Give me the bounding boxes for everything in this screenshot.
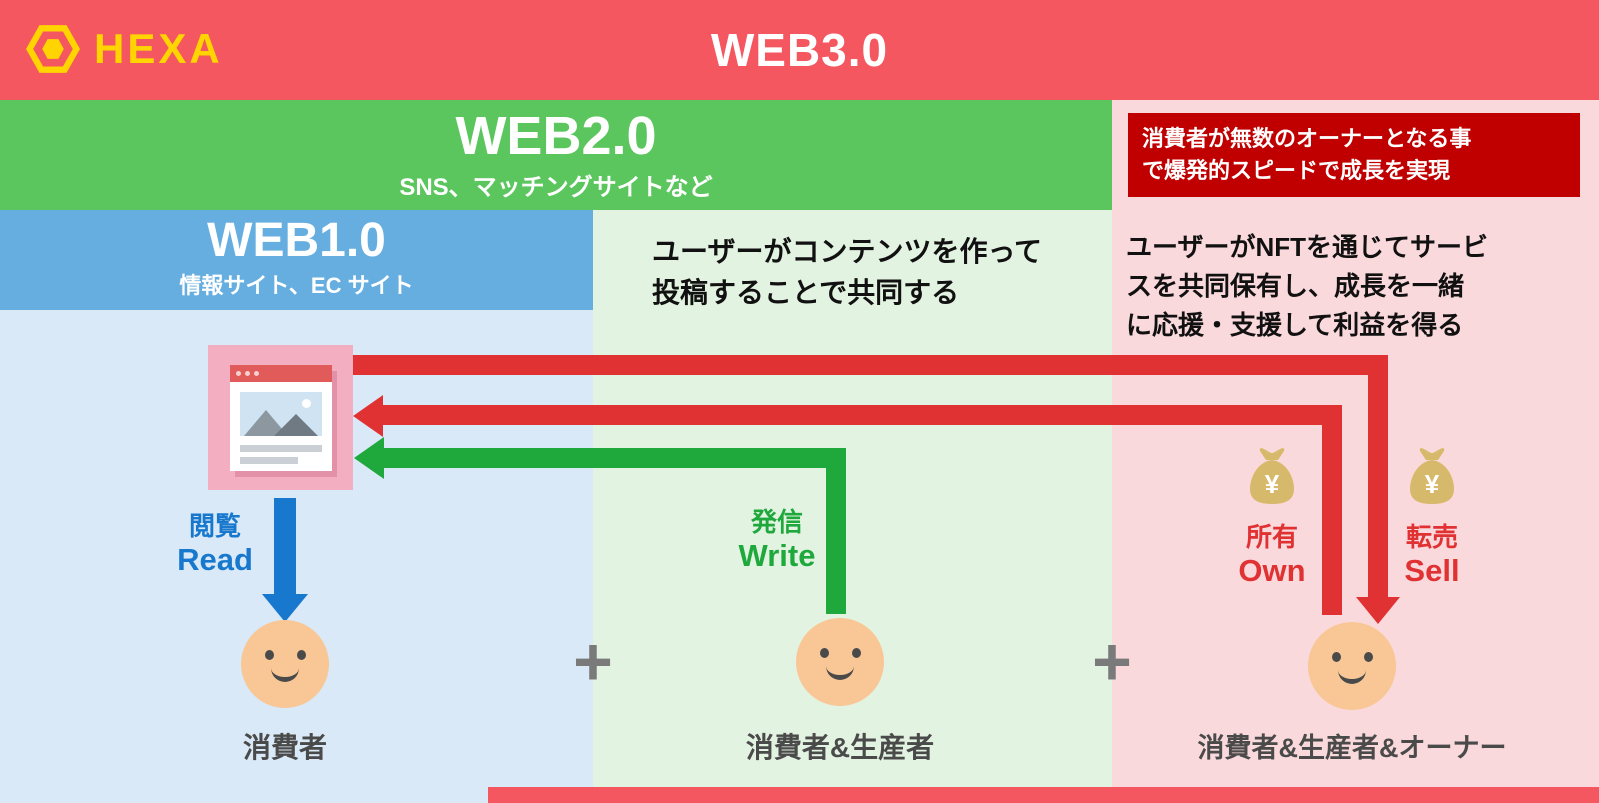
browser-dot-icon [236,371,241,376]
read-arrowhead-icon [262,594,308,622]
write-arrowhead-icon [354,437,384,479]
header-bar: WEB3.0 HEXA [0,0,1599,100]
web2-subtitle: SNS、マッチングサイトなど [399,174,713,202]
browser-dot-icon [245,371,250,376]
browser-text-line [240,445,322,452]
web2-banner: WEB2.0 SNS、マッチングサイトなど [0,100,1112,210]
money-bag-sell-icon: ¥ [1410,448,1454,504]
sell-arrow-shaft-horizontal [353,355,1388,375]
web3-description: ユーザーがNFTを通じてサービ スを共同保有し、成長を一緒 に応援・支援して利益… [1126,232,1489,340]
own-arrow-shaft-horizontal [383,405,1342,425]
own-arrowhead-icon [353,395,383,437]
own-arrow-shaft-vertical [1322,405,1342,615]
browser-titlebar [230,365,332,382]
brand-name: HEXA [94,25,223,72]
hexa-logo-icon [26,25,80,73]
plus-sign: + [1092,624,1132,700]
read-arrow-shaft [274,498,296,596]
owner-face-icon [1308,622,1396,710]
sun-icon [302,399,311,408]
web3-callout: 消費者が無数のオーナーとなる事 で爆発的スピードで成長を実現 [1128,113,1580,197]
eye [820,648,829,658]
mountain-icon [274,414,318,436]
own-label-jp: 所有 [1245,522,1298,552]
eye [297,650,306,660]
page-title: WEB3.0 [710,24,889,76]
web1-title: WEB1.0 [207,214,386,267]
write-arrow-shaft-horizontal [384,448,846,468]
eye [852,648,861,658]
consumer-face-icon [241,620,329,708]
brand-logo: HEXA [26,22,223,76]
own-label-en: Own [1238,553,1306,588]
write-label-jp: 発信 [750,507,803,537]
browser-image-placeholder [240,392,322,436]
smile [271,662,299,682]
yen-symbol: ¥ [1425,469,1440,499]
website-icon [208,345,353,490]
bottom-accent-strip [488,787,1599,803]
eye [265,650,274,660]
web2-description: ユーザーがコンテンツを作って 投稿することで共同する [652,236,1043,308]
web2-title: WEB2.0 [455,106,657,166]
role-label-web3: 消費者&生産者&オーナー [1197,733,1507,763]
write-label-en: Write [738,538,816,573]
sell-arrowhead-icon [1356,597,1400,624]
plus-sign: + [573,624,613,700]
web1-banner: WEB1.0 情報サイト、EC サイト [0,210,593,310]
smile [1338,664,1366,684]
eye [1332,652,1341,662]
browser-window [230,365,332,471]
smile [826,660,854,680]
prosumer-face-icon [796,618,884,706]
web1-subtitle: 情報サイト、EC サイト [179,273,414,299]
write-arrow-shaft-vertical [826,448,846,614]
browser-dot-icon [254,371,259,376]
sell-arrow-shaft-vertical [1368,355,1388,599]
role-label-web2: 消費者&生産者 [745,732,935,763]
sell-label-en: Sell [1404,553,1460,588]
yen-symbol: ¥ [1265,469,1280,499]
eye [1364,652,1373,662]
role-label-web1: 消費者 [242,732,327,763]
read-label-jp: 閲覧 [188,511,241,541]
sell-label-jp: 転売 [1405,522,1458,552]
browser-text-line [240,457,298,464]
money-bag-own-icon: ¥ [1250,448,1294,504]
read-label-en: Read [177,542,253,577]
